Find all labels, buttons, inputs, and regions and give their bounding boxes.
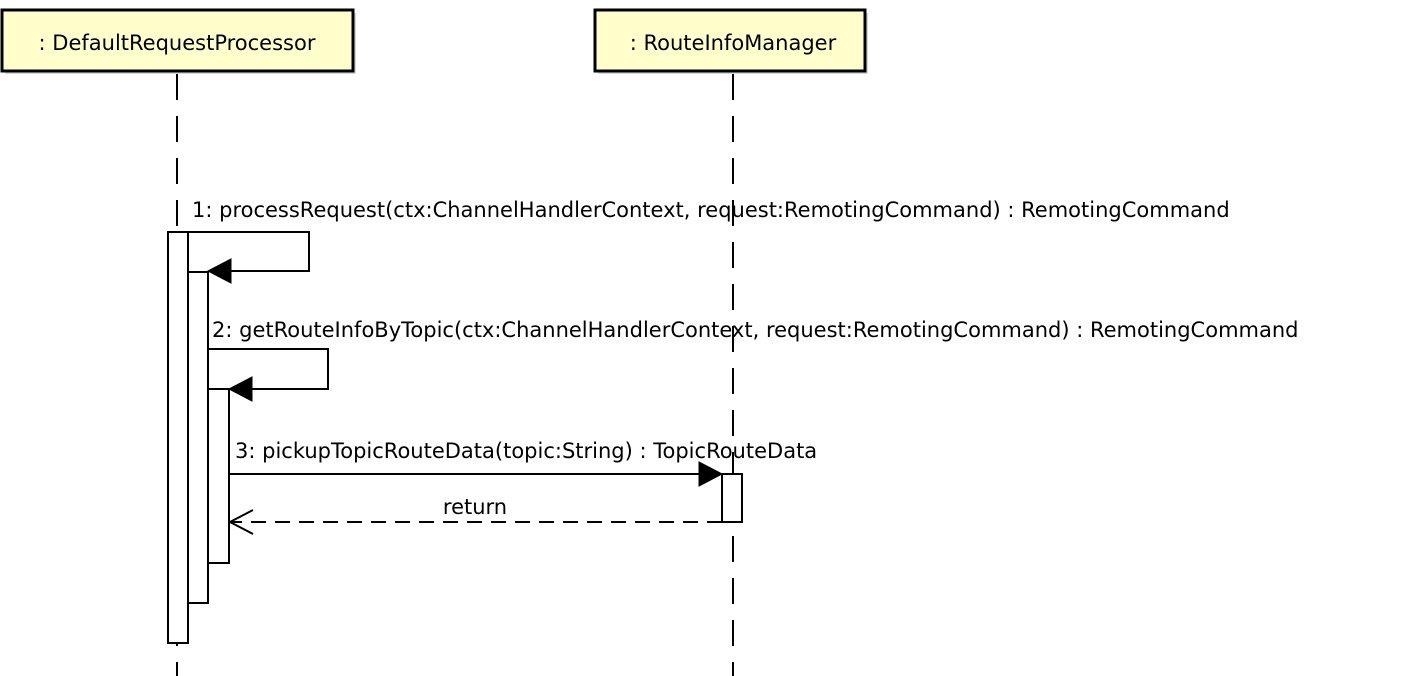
lifeline-default-request-processor: : DefaultRequestProcessor	[0, 8, 356, 676]
lifeline-title-route-info-manager: : RouteInfoManager	[630, 31, 837, 55]
lifeline-title-default-request-processor: : DefaultRequestProcessor	[39, 31, 316, 55]
activation-bar-pickup-topic-route-data-caller[interactable]	[207, 388, 230, 564]
return-message-label: return	[443, 495, 507, 519]
activation-bar-get-route-info-by-topic[interactable]	[187, 271, 209, 604]
lifeline-header-route-info-manager[interactable]	[593, 8, 867, 73]
message-3-label: 3: pickupTopicRouteData(topic:String) : …	[235, 439, 817, 463]
message-1-process-request[interactable]: 1: processRequest(ctx:ChannelHandlerCont…	[188, 198, 1230, 284]
message-1-arrowhead-icon	[206, 258, 232, 284]
activation-bar-process-request[interactable]	[167, 231, 189, 644]
return-message[interactable]: return	[227, 495, 722, 535]
message-3-arrowhead-icon	[698, 461, 724, 487]
message-3-pickup-topic-route-data[interactable]: 3: pickupTopicRouteData(topic:String) : …	[229, 439, 817, 487]
return-arrowhead-icon	[227, 509, 254, 535]
message-2-arrowhead-icon	[227, 376, 253, 402]
message-2-line	[208, 348, 329, 390]
message-1-label: 1: processRequest(ctx:ChannelHandlerCont…	[192, 198, 1230, 222]
message-2-get-route-info-by-topic[interactable]: 2: getRouteInfoByTopic(ctx:ChannelHandle…	[208, 318, 1299, 402]
lifeline-header-default-request-processor[interactable]	[0, 8, 355, 73]
activation-bar-pickup-topic-route-data[interactable]	[721, 473, 743, 523]
message-1-line	[188, 231, 310, 272]
lifeline-route-info-manager: : RouteInfoManager	[593, 8, 868, 676]
message-2-label: 2: getRouteInfoByTopic(ctx:ChannelHandle…	[212, 318, 1299, 342]
